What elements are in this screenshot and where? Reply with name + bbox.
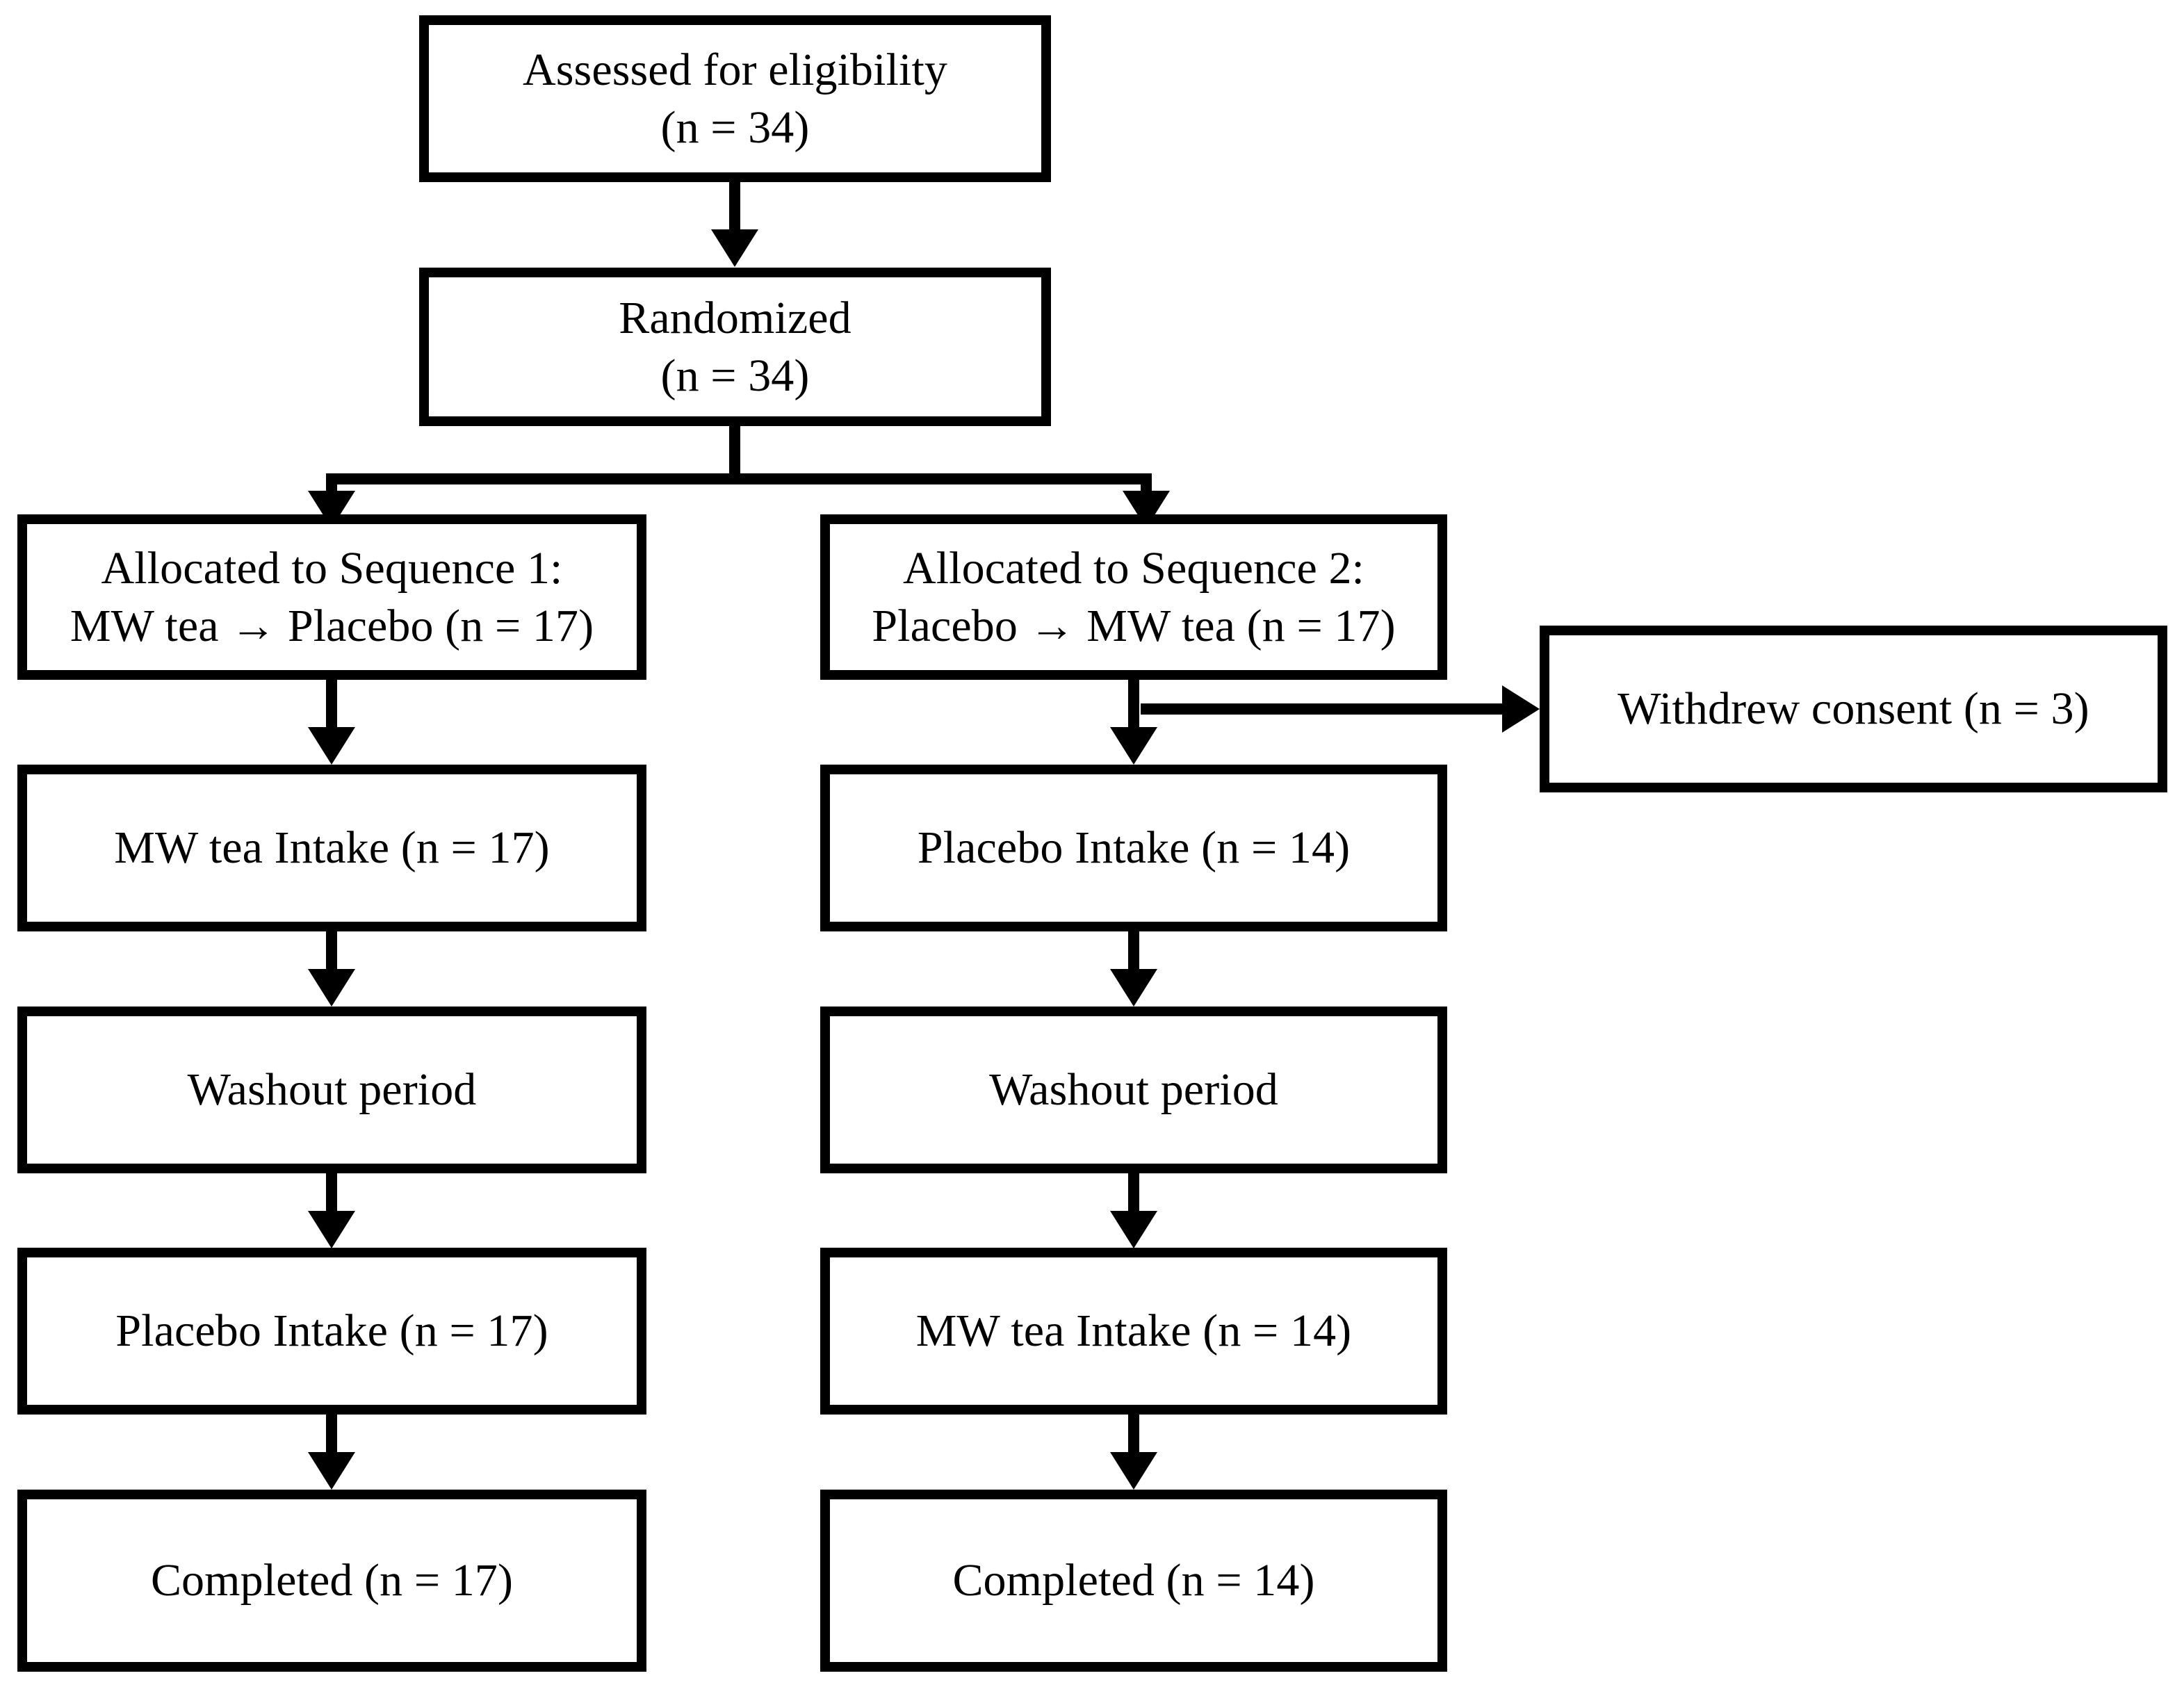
arrowhead-intake2-to-washout2 [1110, 969, 1157, 1007]
node-withdrew-consent: Withdrew consent (n = 3) [1540, 626, 2167, 792]
node-completed-sequence-2: Completed (n = 14) [820, 1490, 1447, 1672]
connector-intake1-to-washout1 [326, 931, 337, 972]
arrowhead-washout2-to-second2 [1110, 1211, 1157, 1248]
arrowhead-washout1-to-second1 [308, 1211, 355, 1248]
connector-sequence2-to-intake2 [1128, 680, 1139, 730]
node-placebo-intake-period-2-label: Placebo Intake (n = 17) [115, 1305, 548, 1357]
arrowhead-assessed-to-randomized [711, 229, 758, 267]
node-placebo-intake-period-1: Placebo Intake (n = 14) [820, 765, 1447, 931]
arrowhead-sequence2-to-intake2 [1110, 727, 1157, 765]
arrowhead-sequence2-to-withdrew [1502, 685, 1540, 733]
node-mw-tea-intake-period-2-label: MW tea Intake (n = 14) [915, 1305, 1352, 1357]
connector-second2-to-completed2 [1128, 1415, 1139, 1455]
arrowhead-second1-to-completed1 [308, 1452, 355, 1490]
node-allocated-sequence-1-label: Allocated to Sequence 1: MW tea → Placeb… [70, 542, 594, 651]
node-withdrew-consent-label: Withdrew consent (n = 3) [1617, 683, 2089, 735]
connector-washout2-to-second2 [1128, 1173, 1139, 1214]
connector-intake2-to-washout2 [1128, 931, 1139, 972]
arrowhead-sequence1-to-intake1 [308, 727, 355, 765]
node-randomized: Randomized (n = 34) [419, 268, 1051, 426]
node-allocated-sequence-2: Allocated to Sequence 2: Placebo → MW te… [820, 514, 1447, 680]
connector-second1-to-completed1 [326, 1415, 337, 1455]
node-completed-sequence-1-label: Completed (n = 17) [150, 1555, 514, 1606]
node-completed-sequence-2-label: Completed (n = 14) [952, 1555, 1315, 1606]
node-allocated-sequence-2-label: Allocated to Sequence 2: Placebo → MW te… [872, 542, 1396, 651]
connector-washout1-to-second1 [326, 1173, 337, 1214]
node-assessed-for-eligibility-label: Assessed for eligibility (n = 34) [523, 44, 947, 153]
node-placebo-intake-period-2: Placebo Intake (n = 17) [17, 1248, 646, 1415]
node-mw-tea-intake-period-1-label: MW tea Intake (n = 17) [114, 822, 550, 874]
node-allocated-sequence-1: Allocated to Sequence 1: MW tea → Placeb… [17, 514, 646, 680]
node-completed-sequence-1: Completed (n = 17) [17, 1490, 646, 1672]
connector-randomized-stem [729, 426, 740, 479]
node-washout-period-sequence-2: Washout period [820, 1007, 1447, 1173]
connector-assessed-to-randomized-stem [729, 182, 740, 231]
node-randomized-label: Randomized (n = 34) [619, 292, 851, 401]
node-washout-period-sequence-1-label: Washout period [187, 1064, 477, 1116]
arrowhead-second2-to-completed2 [1110, 1452, 1157, 1490]
node-placebo-intake-period-1-label: Placebo Intake (n = 14) [917, 822, 1351, 874]
node-washout-period-sequence-2-label: Washout period [989, 1064, 1278, 1116]
connector-sequence1-to-intake1 [326, 680, 337, 730]
node-washout-period-sequence-1: Washout period [17, 1007, 646, 1173]
node-assessed-for-eligibility: Assessed for eligibility (n = 34) [419, 15, 1051, 182]
node-mw-tea-intake-period-1: MW tea Intake (n = 17) [17, 765, 646, 931]
arrowhead-intake1-to-washout1 [308, 969, 355, 1007]
node-mw-tea-intake-period-2: MW tea Intake (n = 14) [820, 1248, 1447, 1415]
connector-sequence2-to-withdrew [1141, 703, 1508, 715]
connector-randomized-split-bar [326, 473, 1152, 484]
